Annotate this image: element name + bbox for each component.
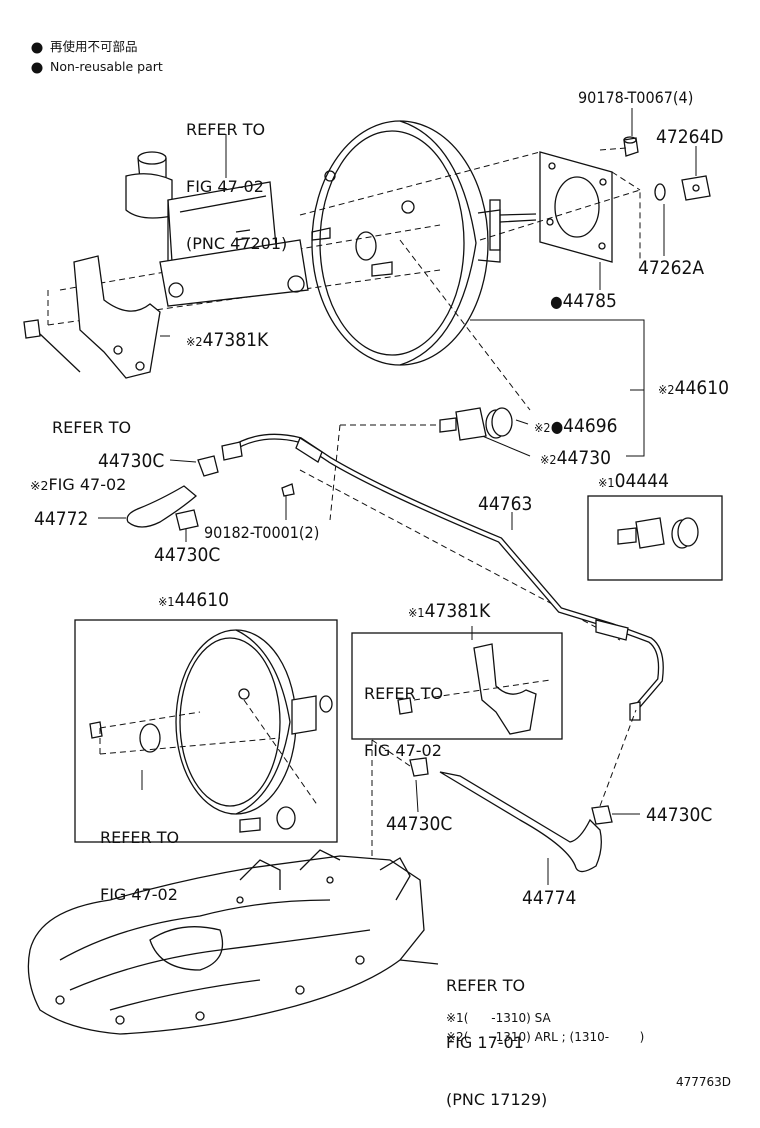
nut-90178 <box>623 136 639 157</box>
footnote-1: ※1( -1310) SA <box>446 1011 551 1025</box>
part-44610-sa-label: ※144610 <box>158 590 229 611</box>
clip-90182 <box>281 483 295 497</box>
legend-jp: 再使用不可部品 <box>50 39 138 54</box>
part-90178[interactable]: 90178-T0067(4) <box>578 88 694 107</box>
part-44730C-d[interactable]: 44730C <box>646 804 713 826</box>
intake-manifold <box>27 849 439 1035</box>
ref-line: REFER TO <box>446 976 526 995</box>
ref-47-02-c: REFER TO FIG 47-02 <box>100 790 179 923</box>
ref-line: REFER TO <box>100 828 180 847</box>
clamps-44730C-upper <box>175 455 219 531</box>
ref-line: FIG 17-01 <box>446 1033 524 1052</box>
part-44696-label: ※2●44696 <box>534 416 618 437</box>
part-44730-label: ※244730 <box>540 448 611 469</box>
ref-17129: REFER TO FIG 17-01 (PNC 17129) <box>446 938 547 1128</box>
part-04444[interactable]: 04444 <box>614 470 669 492</box>
note2-mark: ※2 <box>30 478 49 493</box>
ref-line: FIG 47-02 <box>100 885 178 904</box>
leader-lines <box>98 108 697 885</box>
ref-line: FIG 47-02 <box>48 475 127 494</box>
hose-44772 <box>126 485 198 528</box>
check-valve-44696 <box>439 407 513 441</box>
part-47264D[interactable]: 47264D <box>656 126 724 148</box>
ref-line: REFER TO <box>186 120 266 139</box>
part-47381K-sa-label: ※147381K <box>408 601 490 622</box>
footnote-2: ※2( -1310) ARL ; (1310- ) <box>446 1030 645 1044</box>
brake-booster-main <box>311 120 537 366</box>
ref-line: FIG 47-02 <box>364 741 442 760</box>
part-47381K[interactable]: 47381K <box>202 329 269 351</box>
bracket-47381K <box>23 255 161 379</box>
dot-mark: ● <box>550 292 563 311</box>
note1-mark: ※1 <box>598 475 615 490</box>
ref-47201: REFER TO FIG 47-02 (PNC 47201) <box>186 82 287 272</box>
ref-47-02-b: REFER TO FIG 47-02 <box>364 646 443 779</box>
master-cylinder <box>125 151 393 307</box>
part-44696[interactable]: 44696 <box>563 415 618 437</box>
ref-line: (PNC 47201) <box>186 234 288 253</box>
note2-mark: ※2 <box>658 382 675 397</box>
part-44730C-b[interactable]: 44730C <box>154 544 221 566</box>
part-44730C-a[interactable]: 44730C <box>98 450 165 472</box>
note1-mark: ※1 <box>408 605 425 620</box>
figure-id: 477763D <box>676 1075 732 1089</box>
part-44730C-c[interactable]: 44730C <box>386 813 453 835</box>
dot-mark: ● <box>550 417 564 436</box>
part-44774[interactable]: 44774 <box>522 887 577 909</box>
part-47262A[interactable]: 47262A <box>638 257 705 279</box>
part-47381K-sa[interactable]: 47381K <box>424 600 491 622</box>
part-44785[interactable]: 44785 <box>562 290 617 312</box>
clevis-47264D <box>681 175 711 201</box>
note2-mark: ※2 <box>186 334 203 349</box>
legend-dot-1 <box>31 42 43 54</box>
part-44610[interactable]: 44610 <box>674 377 729 399</box>
ref-47-02-a: REFER TO ※2FIG 47-02 <box>30 380 131 514</box>
box-47381K-sa <box>351 632 563 740</box>
legend-dot-2 <box>31 62 43 74</box>
part-04444-label: ※104444 <box>598 471 669 492</box>
gasket-44785 <box>539 151 613 263</box>
part-47381K-label: ※247381K <box>186 330 268 351</box>
box-04444 <box>587 495 723 581</box>
part-44730[interactable]: 44730 <box>556 447 611 469</box>
legend-en: Non-reusable part <box>50 59 163 74</box>
vacuum-pipe-44763 <box>221 433 664 721</box>
part-44785-label: ●44785 <box>550 291 617 312</box>
part-44610-label: ※244610 <box>658 378 729 399</box>
ref-line: (PNC 17129) <box>446 1090 548 1109</box>
ref-line: FIG 47-02 <box>186 177 264 196</box>
ref-line: REFER TO <box>364 684 444 703</box>
washer-47262A <box>654 183 666 201</box>
part-90182[interactable]: 90182-T0001(2) <box>204 523 320 542</box>
hose-44774 <box>371 709 637 873</box>
box-44610-sa <box>74 619 338 843</box>
part-44610-sa[interactable]: 44610 <box>174 589 229 611</box>
note2-mark: ※2 <box>540 452 557 467</box>
note2-mark: ※2 <box>534 420 551 435</box>
part-44772[interactable]: 44772 <box>34 508 89 530</box>
part-44763[interactable]: 44763 <box>478 493 533 515</box>
note1-mark: ※1 <box>158 594 175 609</box>
ref-line: REFER TO <box>52 418 132 437</box>
